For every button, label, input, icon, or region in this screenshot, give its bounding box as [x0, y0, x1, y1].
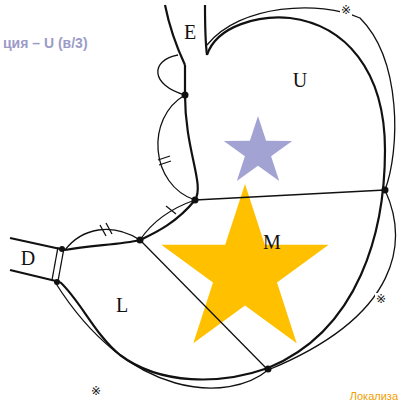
region-caption: ция – U (в/3) [3, 36, 88, 51]
region-letter: L [116, 294, 128, 316]
reference-mark: ※ [90, 385, 102, 398]
region-letter: D [21, 247, 35, 269]
cut-off-note: Локализа [350, 390, 398, 402]
region-letter: E [184, 21, 196, 43]
reference-mark: ※ [340, 4, 352, 17]
region-letter: U [293, 69, 307, 91]
region-letter: M [263, 231, 281, 253]
reference-mark: ※ [375, 293, 387, 306]
